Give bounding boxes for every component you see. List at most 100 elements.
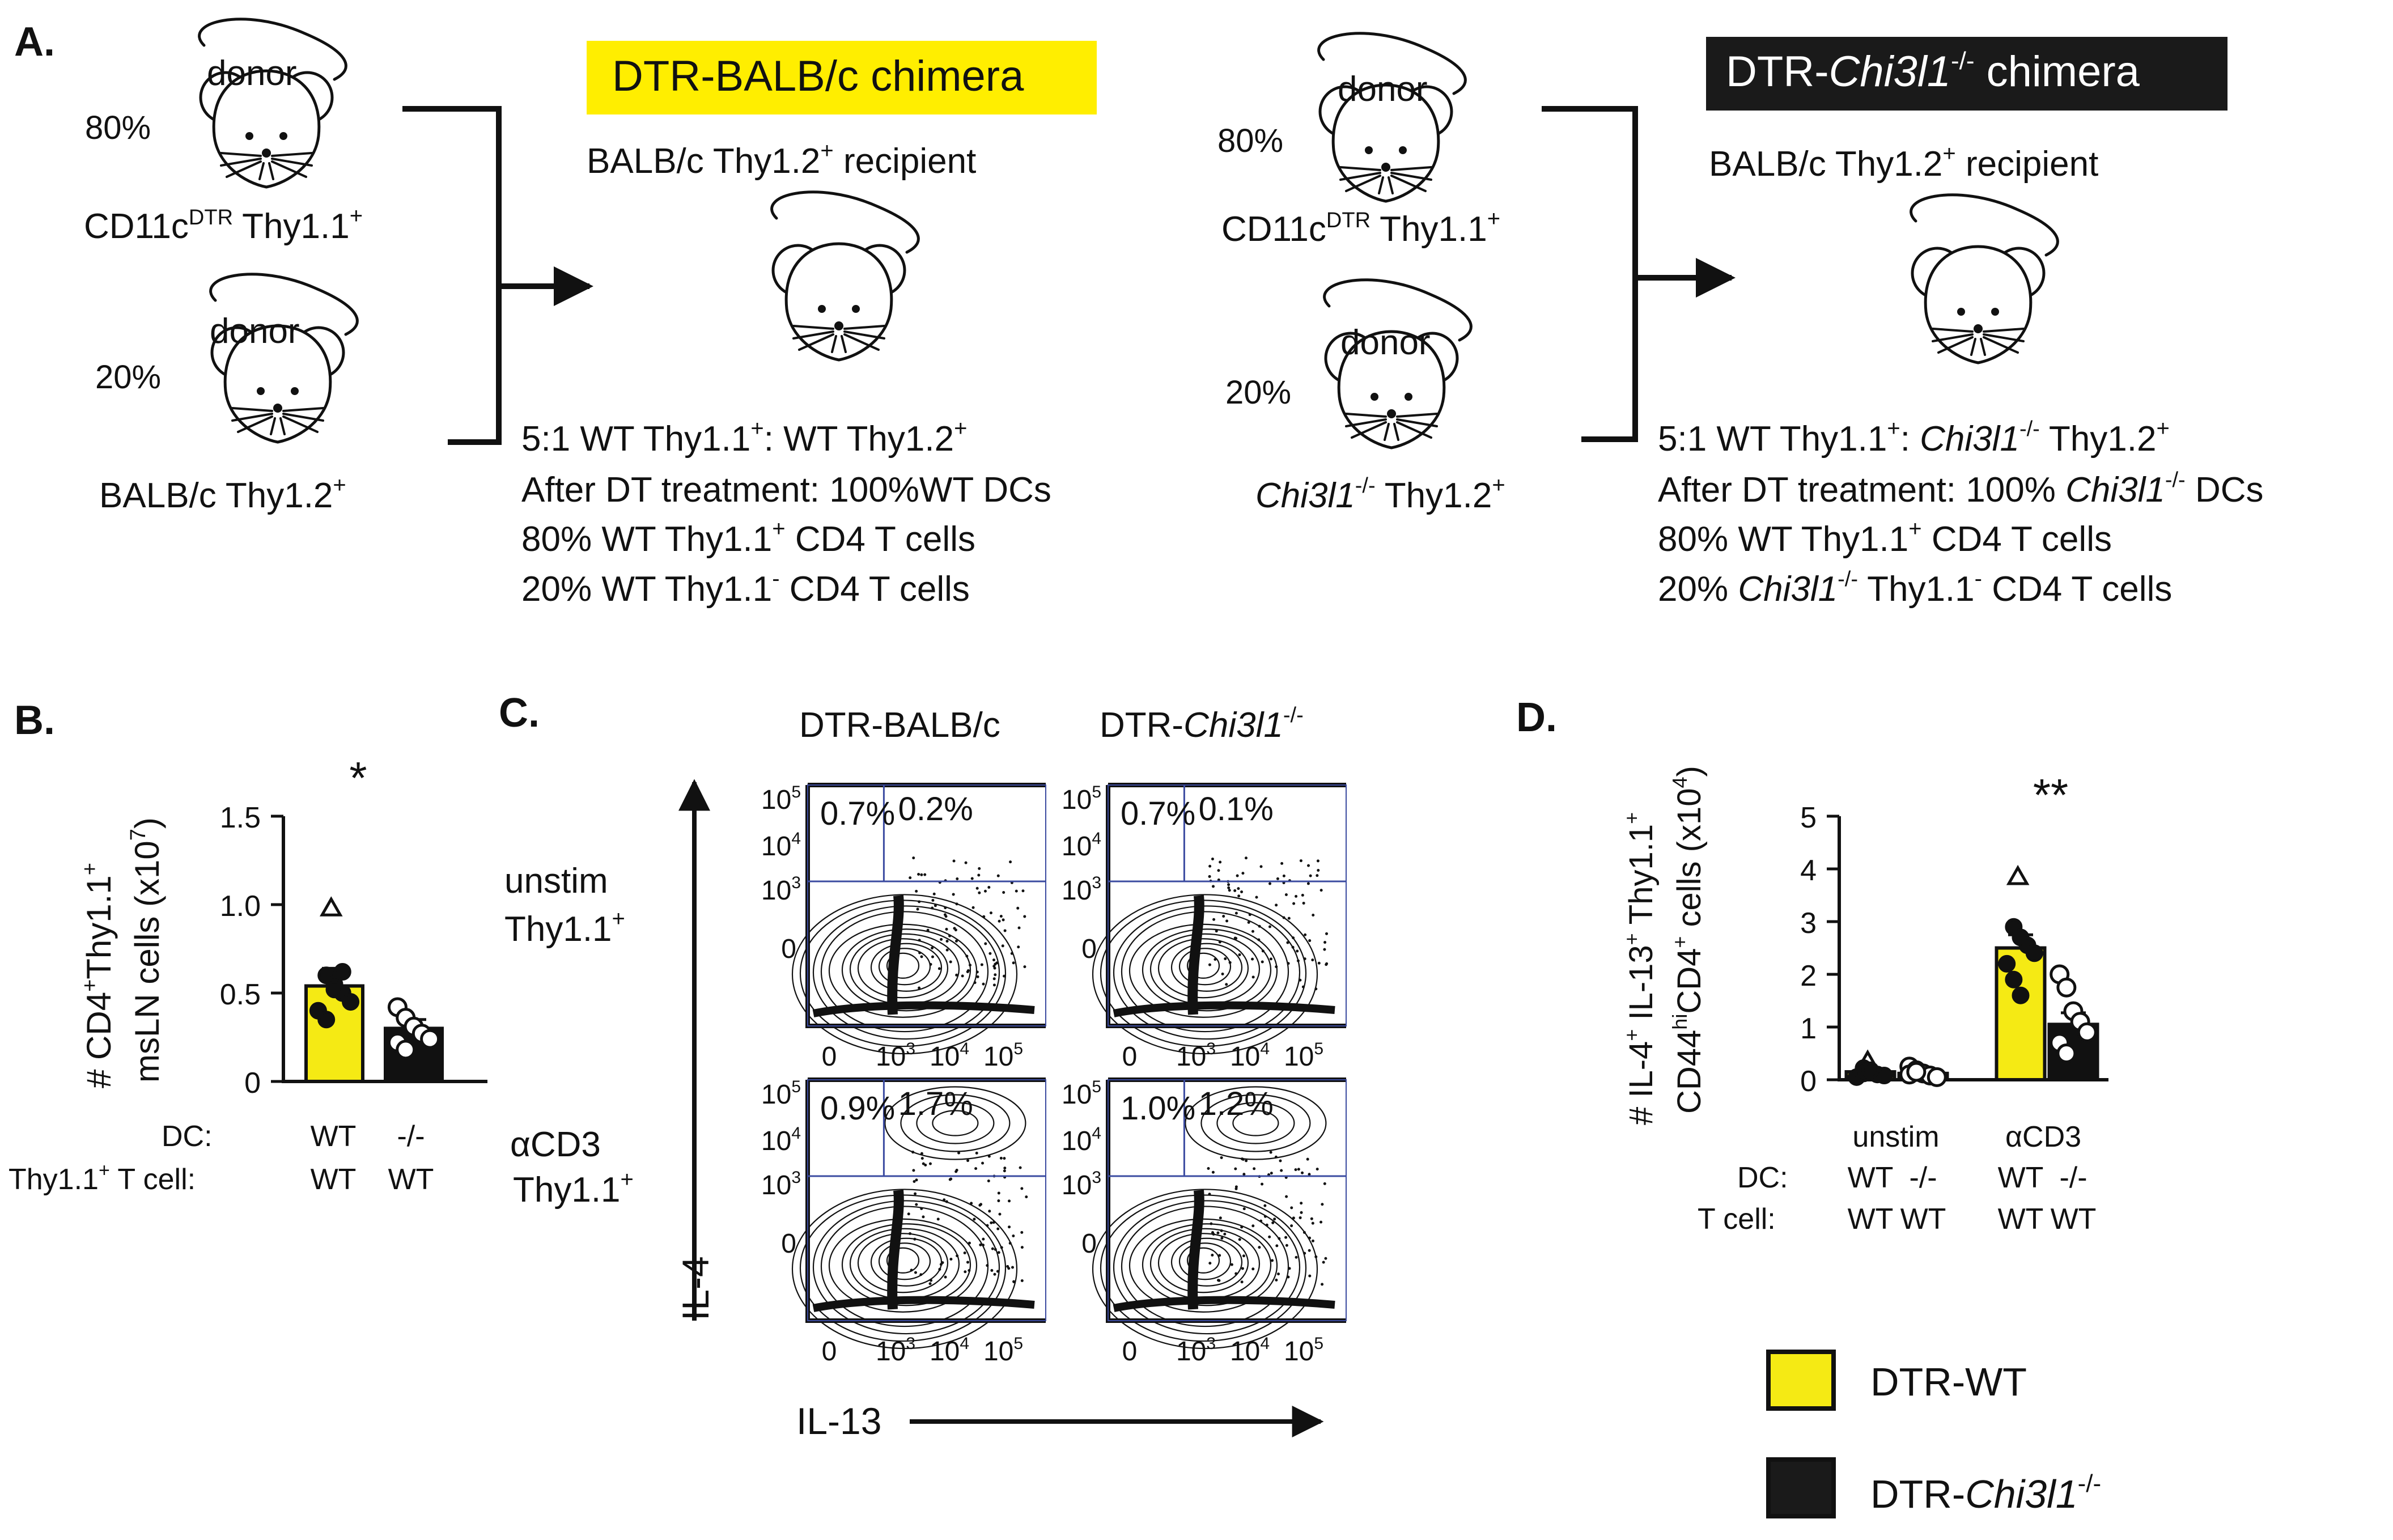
density-contour [1092, 894, 1318, 1055]
density-contour [1216, 1102, 1295, 1144]
event-dot [931, 947, 934, 950]
chimera-left: donor 80% CD11cDTR Thy1.1+ donor 20% BAL… [84, 19, 1097, 609]
dc-value: WT [311, 1120, 357, 1153]
event-dot [1009, 860, 1012, 864]
x-tick-label: 105 [983, 1334, 1023, 1367]
event-dot [1314, 1255, 1318, 1258]
density-contour [886, 952, 920, 979]
data-point [319, 896, 343, 917]
data-point [2005, 970, 2023, 989]
density-ridge [1187, 1190, 1204, 1310]
event-dot [923, 873, 927, 876]
event-dot [955, 902, 958, 906]
event-dot [949, 1258, 953, 1261]
event-dot [945, 948, 949, 952]
bar [1995, 946, 2047, 1081]
data-point [2025, 944, 2043, 962]
density-contour [1142, 1223, 1272, 1306]
chimera-title: DTR-BALB/c chimera [612, 52, 1024, 100]
event-dot [973, 981, 977, 985]
data-point [1998, 954, 2016, 973]
event-dot [1224, 957, 1227, 960]
legend: DTR-WT DTR-Chi3l1-/- [1766, 1350, 2101, 1518]
event-dot [1278, 1237, 1281, 1240]
event-dot [1308, 1274, 1312, 1278]
event-dot [1285, 1244, 1288, 1247]
event-dot [1223, 1232, 1227, 1236]
event-dot [932, 892, 936, 896]
density-ridge [1187, 895, 1204, 1015]
event-dot [1290, 1224, 1293, 1228]
y-tick-label: 104 [1062, 1124, 1101, 1156]
event-dot [909, 876, 912, 880]
donor2-strain: Chi3l1-/- Thy1.2+ [1255, 473, 1505, 515]
event-dot [990, 1269, 994, 1272]
event-dot [1290, 1206, 1293, 1210]
event-dot [1321, 1203, 1324, 1206]
quadrant-upper-right-pct: 1.2% [1199, 1085, 1274, 1122]
event-dot [1287, 917, 1291, 920]
after-dt-line: After DT treatment: 100%WT DCs [521, 470, 1051, 510]
event-dot [1301, 1171, 1304, 1174]
donor1-percent: 80% [1217, 122, 1283, 159]
event-dot [928, 1162, 932, 1165]
tcell-value: WT [2051, 1203, 2097, 1236]
event-dot [1316, 1168, 1319, 1171]
y-tick-label: 103 [1062, 1168, 1101, 1200]
event-dot [1268, 925, 1271, 928]
density-contour [900, 1094, 1011, 1152]
event-dot [1265, 1223, 1268, 1227]
event-dot [1240, 1280, 1244, 1284]
event-dot [992, 1221, 995, 1224]
event-dot [1020, 1279, 1024, 1283]
event-dot [1218, 940, 1221, 944]
donor-label: donor [210, 312, 300, 351]
density-contour [849, 933, 960, 1005]
event-dot [1011, 1266, 1015, 1269]
event-dot [964, 861, 968, 864]
panel-b-ylabel: # CD4+Thy1.1+ [78, 863, 118, 1088]
event-dot [1300, 1202, 1303, 1205]
event-dot [940, 937, 943, 941]
event-dot [1276, 877, 1279, 880]
event-dot [1222, 915, 1225, 918]
event-dot [1218, 1254, 1221, 1257]
event-dot [1271, 1221, 1275, 1224]
density-contour [1121, 1206, 1289, 1327]
event-dot [978, 867, 981, 870]
event-dot [1275, 1244, 1279, 1248]
density-contour [932, 1110, 979, 1136]
event-dot [1238, 953, 1241, 956]
event-dot [943, 913, 947, 917]
event-dot [1248, 913, 1251, 917]
x-tick-label: 0 [822, 1337, 837, 1367]
event-dot [973, 1217, 976, 1221]
event-dot [1244, 856, 1248, 860]
event-dot [920, 955, 923, 958]
event-dot [1215, 930, 1218, 933]
event-dot [1210, 1222, 1213, 1225]
event-dot [969, 964, 972, 967]
event-dot [937, 967, 941, 970]
event-dot [1238, 1238, 1241, 1241]
event-dot [1291, 945, 1295, 949]
tcell-row-label: T cell: [1698, 1203, 1776, 1236]
event-dot [1259, 865, 1263, 868]
event-dot [1003, 1166, 1007, 1170]
event-dot [1220, 1236, 1224, 1240]
event-dot [1020, 1246, 1024, 1249]
event-dot [1237, 887, 1240, 890]
event-dot [1311, 958, 1314, 962]
event-dot [1310, 1217, 1313, 1220]
density-contour [1186, 1247, 1220, 1274]
panel-a-label: A. [14, 19, 55, 65]
event-dot [1211, 1253, 1214, 1257]
event-dot [1242, 1254, 1245, 1258]
y-tick-label: 2 [1800, 960, 1817, 992]
event-dot [992, 958, 996, 962]
event-dot [984, 942, 987, 945]
event-dot [1251, 957, 1254, 961]
event-dot [1208, 1262, 1212, 1265]
event-dot [1309, 874, 1312, 877]
